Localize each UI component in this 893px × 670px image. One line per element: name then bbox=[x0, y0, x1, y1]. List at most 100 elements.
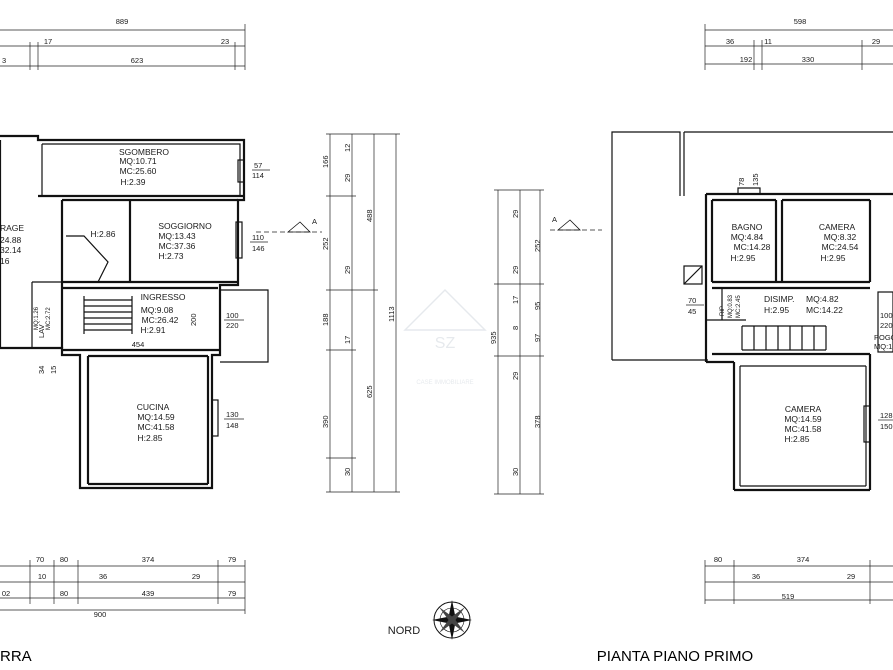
svg-text:MQ:10.71: MQ:10.71 bbox=[119, 156, 157, 166]
first-window-dims: 78 135 70 45 128 150 100 220 bbox=[686, 173, 893, 431]
svg-text:29: 29 bbox=[511, 266, 520, 274]
svg-text:SZ: SZ bbox=[435, 335, 456, 352]
ground-section-mark: A bbox=[256, 217, 322, 233]
svg-text:MQ:9.08: MQ:9.08 bbox=[141, 305, 174, 315]
svg-text:RIP: RIP bbox=[720, 306, 726, 316]
svg-text:114: 114 bbox=[252, 171, 264, 180]
svg-text:166: 166 bbox=[321, 155, 330, 168]
svg-text:SOGGIORNO: SOGGIORNO bbox=[158, 221, 212, 231]
svg-text:MC:41.58: MC:41.58 bbox=[785, 424, 822, 434]
svg-text:29: 29 bbox=[872, 37, 880, 46]
room-camera-1: CAMERA MQ:8.32 MC:24.54 H:2.95 bbox=[819, 222, 859, 263]
first-top-dimensions: 598 36 11 29 192 330 bbox=[704, 17, 893, 70]
svg-text:17: 17 bbox=[511, 296, 520, 304]
svg-text:H:2.95: H:2.95 bbox=[764, 305, 789, 315]
svg-text:78: 78 bbox=[737, 178, 746, 186]
svg-text:378: 378 bbox=[533, 415, 542, 428]
svg-text:29: 29 bbox=[343, 174, 352, 182]
compass-label: NORD bbox=[388, 625, 420, 637]
first-floor-title: PIANTA PIANO PRIMO bbox=[597, 648, 753, 665]
first-section-mark: A bbox=[550, 215, 602, 231]
first-stairs bbox=[741, 325, 827, 351]
room-rip: RIP MQ:0.83 MC:2.45 bbox=[720, 294, 742, 318]
room-bagno: BAGNO MQ:4.84 MC:14.28 H:2.95 bbox=[730, 222, 770, 263]
svg-text:MC:41.58: MC:41.58 bbox=[138, 422, 175, 432]
svg-text:330: 330 bbox=[802, 55, 815, 64]
svg-text:MQ:0.83: MQ:0.83 bbox=[728, 294, 734, 318]
compass-rose-icon bbox=[432, 600, 472, 640]
svg-text:36: 36 bbox=[726, 37, 734, 46]
ground-side-dimensions: 166 12 29 252 29 188 17 390 30 488 625 1… bbox=[321, 133, 400, 493]
svg-text:H:2.85: H:2.85 bbox=[784, 434, 809, 444]
svg-text:79: 79 bbox=[228, 555, 236, 564]
svg-text:200: 200 bbox=[189, 313, 198, 326]
svg-text:29: 29 bbox=[847, 572, 855, 581]
svg-text:70: 70 bbox=[36, 555, 44, 564]
svg-text:MC:2.72: MC:2.72 bbox=[46, 307, 52, 330]
svg-text:220: 220 bbox=[226, 321, 239, 330]
svg-text:110: 110 bbox=[252, 233, 264, 242]
svg-text:79: 79 bbox=[228, 589, 236, 598]
room-cucina: CUCINA MQ:14.59 MC:41.58 H:2.85 bbox=[137, 402, 175, 443]
svg-text:MQ:14.59: MQ:14.59 bbox=[784, 414, 822, 424]
svg-text:146: 146 bbox=[252, 244, 265, 253]
ground-floor-title: RRA bbox=[0, 648, 32, 665]
svg-text:439: 439 bbox=[142, 589, 155, 598]
svg-text:A: A bbox=[552, 215, 557, 224]
svg-text:80: 80 bbox=[60, 589, 68, 598]
svg-text:MC:2.45: MC:2.45 bbox=[736, 295, 742, 318]
svg-text:MC:26.42: MC:26.42 bbox=[142, 315, 179, 325]
svg-text:H:2.95: H:2.95 bbox=[820, 253, 845, 263]
first-side-dimensions: 29 252 29 17 95 8 97 29 378 30 935 bbox=[489, 189, 544, 495]
svg-text:H:2.91: H:2.91 bbox=[140, 325, 165, 335]
svg-text:24.88: 24.88 bbox=[0, 235, 22, 245]
ground-dim-3: 3 bbox=[2, 56, 6, 65]
ground-dim-17: 17 bbox=[44, 37, 52, 46]
svg-text:45: 45 bbox=[688, 307, 696, 316]
svg-text:RAGE: RAGE bbox=[0, 223, 24, 233]
room-sgombero: SGOMBERO MQ:10.71 MC:25.60 H:2.39 bbox=[119, 147, 169, 187]
svg-text:130: 130 bbox=[226, 410, 239, 419]
svg-text:80: 80 bbox=[714, 555, 722, 564]
svg-text:29: 29 bbox=[511, 210, 520, 218]
room-lav: LAV MQ:1.26 MC:2.72 bbox=[34, 306, 52, 338]
svg-text:H:2.85: H:2.85 bbox=[137, 433, 162, 443]
svg-text:100: 100 bbox=[880, 311, 893, 320]
svg-text:128: 128 bbox=[880, 411, 893, 420]
svg-text:192: 192 bbox=[740, 55, 753, 64]
svg-text:900: 900 bbox=[94, 610, 107, 619]
svg-text:LAV: LAV bbox=[37, 324, 46, 338]
svg-text:150: 150 bbox=[880, 422, 893, 431]
svg-text:148: 148 bbox=[226, 421, 239, 430]
svg-text:935: 935 bbox=[489, 331, 498, 344]
svg-text:MC:25.60: MC:25.60 bbox=[120, 166, 157, 176]
svg-text:100: 100 bbox=[226, 311, 239, 320]
svg-text:MQ:4.82: MQ:4.82 bbox=[806, 294, 839, 304]
svg-text:11: 11 bbox=[764, 37, 772, 46]
svg-text:10: 10 bbox=[38, 572, 46, 581]
svg-text:POGG: POGG bbox=[874, 333, 893, 342]
ground-inner-dims: 200 454 34 15 bbox=[37, 313, 198, 374]
svg-text:02: 02 bbox=[2, 589, 10, 598]
svg-text:97: 97 bbox=[533, 334, 542, 342]
first-floor-plan: 29 252 29 17 95 8 97 29 378 30 935 A bbox=[489, 17, 893, 604]
svg-text:625: 625 bbox=[365, 385, 374, 398]
svg-text:488: 488 bbox=[365, 209, 374, 222]
ground-floor-plan: 889 17 23 3 623 bbox=[0, 17, 400, 619]
svg-text:CAMERA: CAMERA bbox=[785, 404, 822, 414]
svg-text:374: 374 bbox=[797, 555, 810, 564]
watermark-logo: SZ CASE IMMOBILIARE bbox=[403, 288, 487, 386]
svg-text:INGRESSO: INGRESSO bbox=[141, 292, 186, 302]
svg-text:MQ:8.32: MQ:8.32 bbox=[824, 232, 857, 242]
svg-text:36: 36 bbox=[99, 572, 107, 581]
svg-text:MQ:13.43: MQ:13.43 bbox=[158, 231, 196, 241]
svg-text:8: 8 bbox=[511, 326, 520, 330]
svg-text:MQ:14.59: MQ:14.59 bbox=[137, 412, 175, 422]
svg-text:15: 15 bbox=[49, 366, 58, 374]
svg-text:MC:37.36: MC:37.36 bbox=[159, 241, 196, 251]
ground-top-dimensions: 889 17 23 3 623 bbox=[0, 17, 246, 70]
svg-text:MC:24.54: MC:24.54 bbox=[822, 242, 859, 252]
room-soggiorno: SOGGIORNO MQ:13.43 MC:37.36 H:2.73 bbox=[158, 221, 212, 261]
svg-text:135: 135 bbox=[751, 173, 760, 186]
svg-text:H:2.95: H:2.95 bbox=[730, 253, 755, 263]
